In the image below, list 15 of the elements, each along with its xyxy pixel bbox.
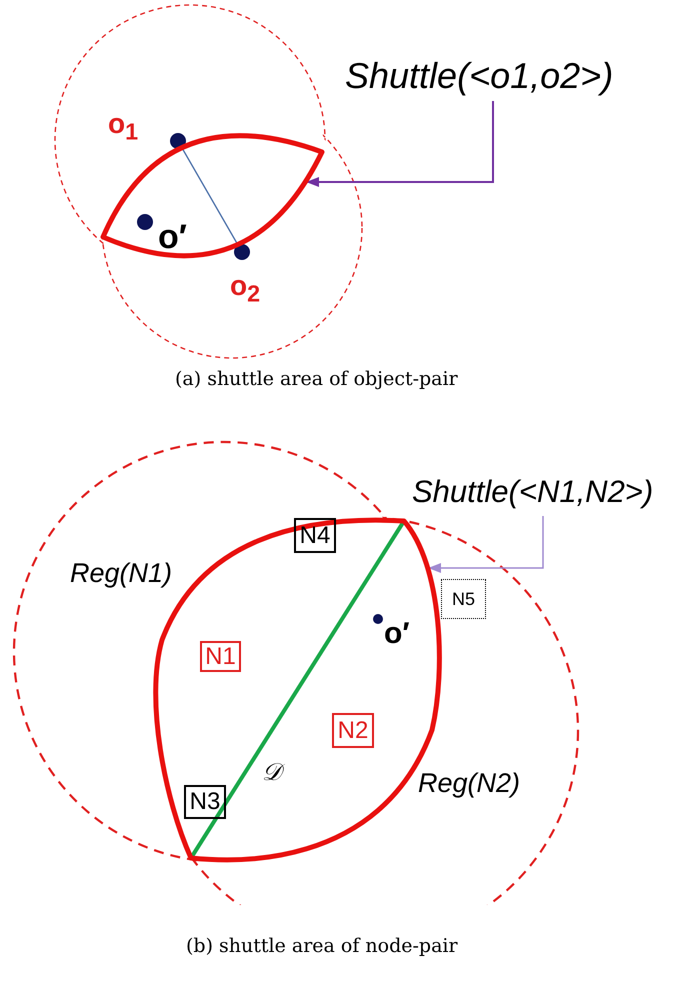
point-label: o$_{1}$: [108, 110, 138, 144]
caption: (b) shuttle area of node-pair: [186, 937, 458, 956]
leader-arrow: [306, 101, 494, 187]
leader-arrow: [428, 516, 544, 573]
region-label: Reg(N2): [418, 770, 520, 797]
point-label: o′: [158, 220, 187, 254]
point-label: o$_{2}$: [230, 272, 260, 306]
region-label: Shuttle(<o1,o2>): [345, 58, 614, 94]
node-box: N2: [332, 713, 374, 748]
region-label: Reg(N1): [70, 560, 172, 587]
point-label: o′: [384, 619, 410, 649]
caption: (a) shuttle area of object-pair: [175, 370, 458, 389]
node-box: N5: [441, 579, 486, 619]
node-box: N1: [200, 641, 241, 672]
region-label: Shuttle(<N1,N2>): [412, 476, 654, 507]
